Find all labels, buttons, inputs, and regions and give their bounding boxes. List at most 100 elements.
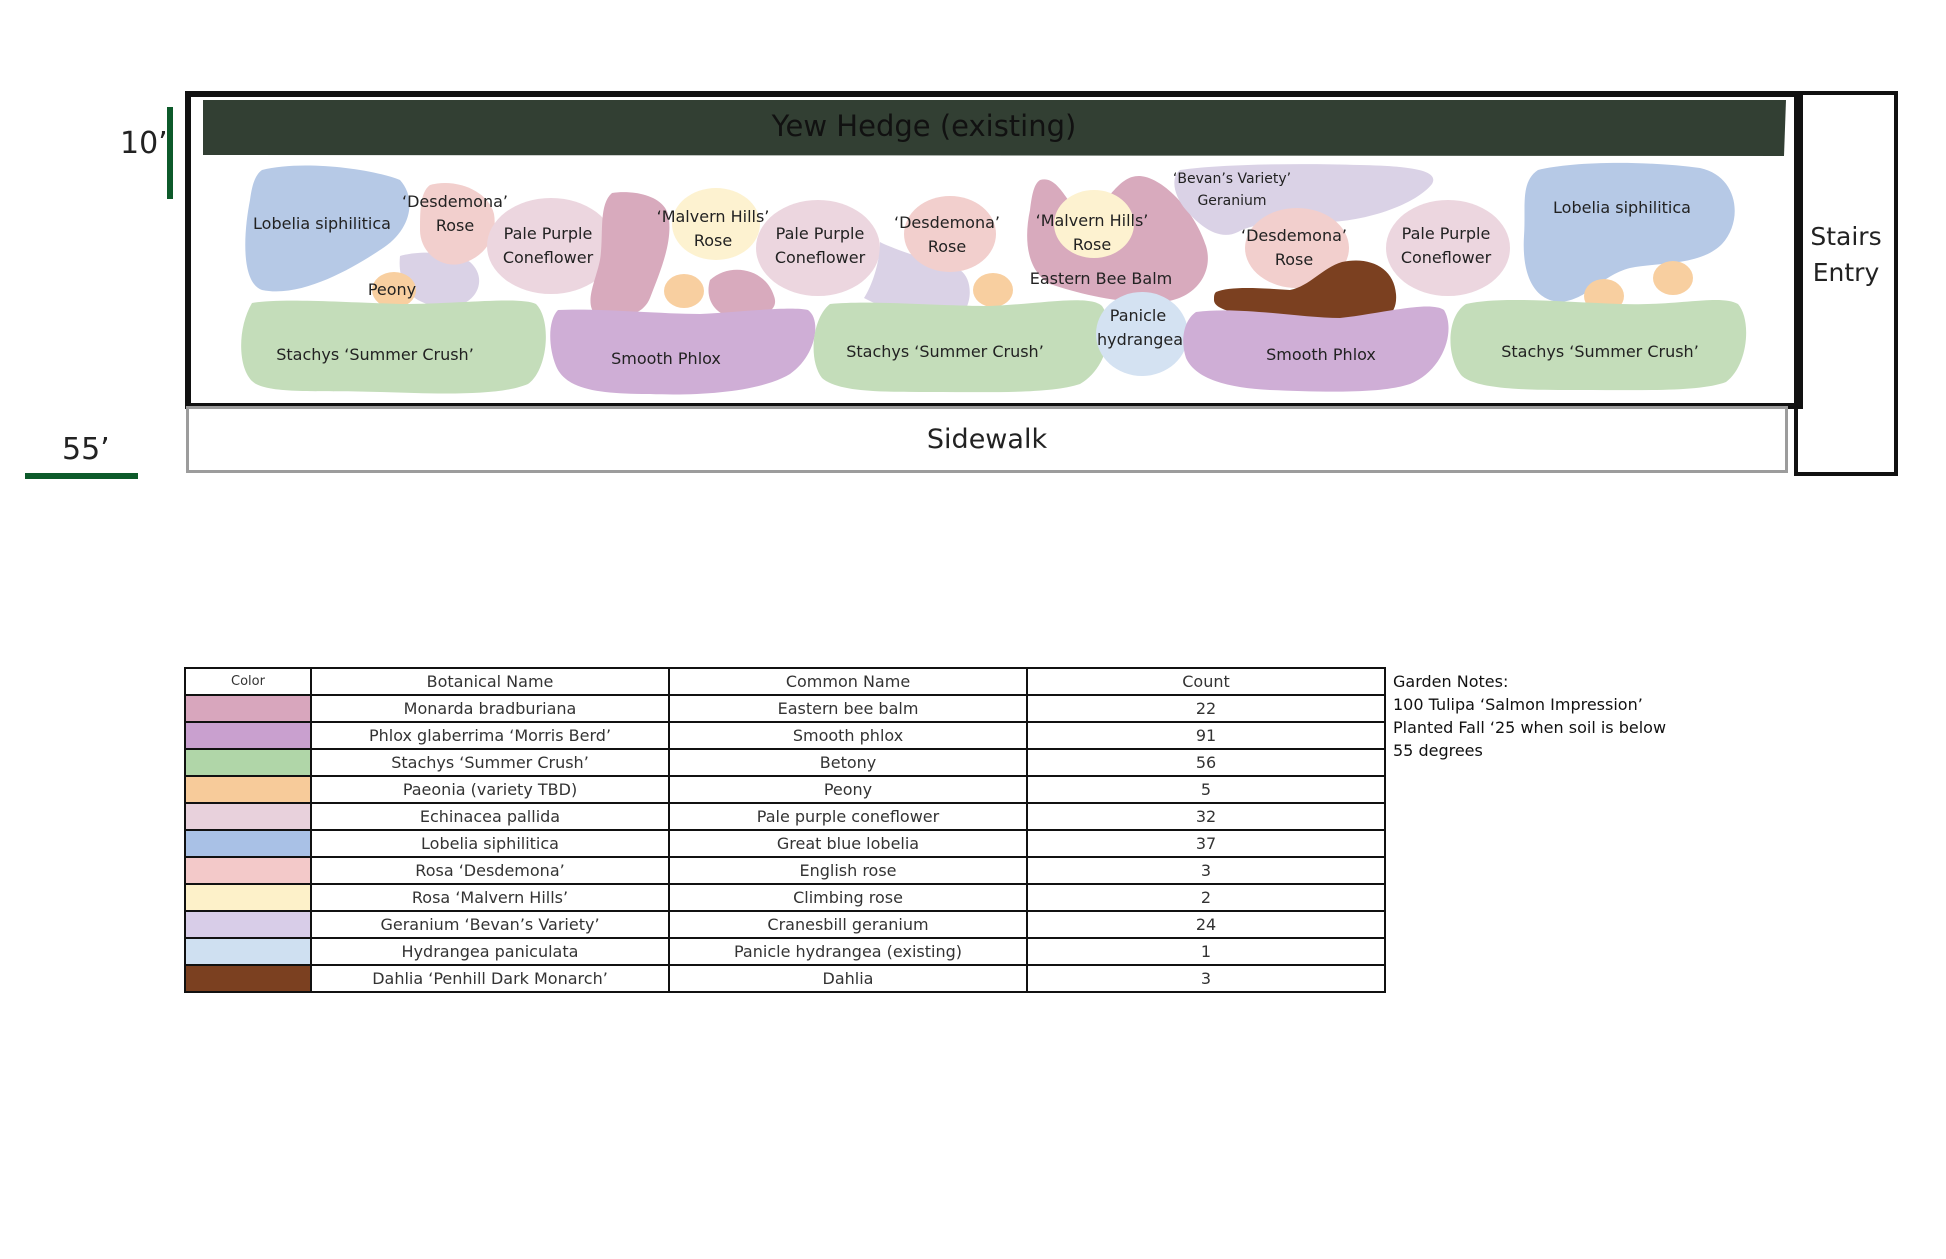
common-name-cell: Cranesbill geranium [668, 910, 1028, 939]
table-row: Geranium ‘Bevan’s Variety’Cranesbill ger… [184, 910, 1386, 939]
horizontal-dimension-label: 55’ [62, 432, 110, 467]
common-name-cell: English rose [668, 856, 1028, 885]
hedge-label: Yew Hedge (existing) [771, 109, 1077, 143]
bed-label: Smooth Phlox [1266, 345, 1376, 364]
common-name-cell: Eastern bee balm [668, 694, 1028, 723]
bed-label: Coneflower [503, 248, 594, 267]
malvern-rose-shape-1 [672, 188, 760, 260]
common-name-cell: Pale purple coneflower [668, 802, 1028, 831]
sidewalk-label: Sidewalk [926, 424, 1048, 455]
lobelia-shape-right [1523, 162, 1735, 302]
bed-label: Panicle [1110, 306, 1166, 325]
count-cell: 22 [1026, 694, 1386, 723]
coneflower-shape-1 [487, 198, 615, 294]
bed-label: ‘Desdemona’ [1241, 226, 1347, 245]
peony-shape-5 [1653, 261, 1693, 295]
common-name-cell: Smooth phlox [668, 721, 1028, 750]
common-name-cell: Climbing rose [668, 883, 1028, 912]
hydrangea-shape [1096, 292, 1188, 376]
stachys-shape-3 [1450, 299, 1747, 391]
vertical-dimension-label: 10’ [120, 126, 168, 161]
color-swatch [184, 748, 312, 777]
botanical-name-cell: Hydrangea paniculata [310, 937, 670, 966]
notes-line: Planted Fall ‘25 when soil is below [1393, 718, 1667, 737]
garden-notes: Garden Notes: 100 Tulipa ‘Salmon Impress… [1393, 670, 1693, 762]
color-swatch [184, 721, 312, 750]
stachys-shape-1 [241, 300, 546, 394]
geranium-shape-left [399, 252, 480, 308]
botanical-name-cell: Stachys ‘Summer Crush’ [310, 748, 670, 777]
notes-line: 100 Tulipa ‘Salmon Impression’ [1393, 695, 1643, 714]
count-cell: 91 [1026, 721, 1386, 750]
bee-balm-shape-2 [708, 269, 776, 318]
bed-label: Stachys ‘Summer Crush’ [1501, 342, 1699, 361]
bed-label: Rose [694, 231, 732, 250]
bed-label: Rose [1275, 250, 1313, 269]
bed-label: Rose [928, 237, 966, 256]
count-cell: 1 [1026, 937, 1386, 966]
bed-label: Coneflower [775, 248, 866, 267]
count-cell: 5 [1026, 775, 1386, 804]
bed-label: Geranium [1197, 193, 1266, 209]
coneflower-shape-2 [756, 200, 880, 296]
table-header-row: Color Botanical Name Common Name Count [184, 667, 1386, 696]
entry-label: Entry [1812, 258, 1880, 287]
count-cell: 56 [1026, 748, 1386, 777]
bed-label: Lobelia siphilitica [1553, 198, 1691, 217]
bed-label: hydrangea [1097, 330, 1183, 349]
color-swatch [184, 964, 312, 993]
count-cell: 2 [1026, 883, 1386, 912]
bed-label: Pale Purple [776, 224, 865, 243]
yew-hedge [203, 100, 1786, 156]
stachys-shape-2 [813, 300, 1109, 393]
malvern-rose-shape-2 [1054, 190, 1134, 258]
bed-label: Eastern Bee Balm [1030, 269, 1172, 288]
phlox-shape-2 [1183, 306, 1449, 392]
bed-label: Smooth Phlox [611, 349, 721, 368]
dahlia-shape [1214, 260, 1397, 323]
col-header-count: Count [1026, 667, 1386, 696]
color-swatch [184, 856, 312, 885]
botanical-name-cell: Lobelia siphilitica [310, 829, 670, 858]
color-swatch [184, 694, 312, 723]
color-swatch [184, 802, 312, 831]
common-name-cell: Great blue lobelia [668, 829, 1028, 858]
common-name-cell: Panicle hydrangea (existing) [668, 937, 1028, 966]
bed-label: ‘Malvern Hills’ [1036, 211, 1149, 230]
bed-label: Stachys ‘Summer Crush’ [846, 342, 1044, 361]
geranium-shape-middle [864, 242, 970, 319]
peony-shape-3 [973, 273, 1013, 307]
color-swatch [184, 775, 312, 804]
horizontal-scale-bar [25, 473, 138, 479]
peony-shape-1 [372, 272, 416, 308]
notes-line: 55 degrees [1393, 741, 1483, 760]
color-swatch [184, 910, 312, 939]
bed-label: Rose [436, 216, 474, 235]
bed-label: ‘Desdemona’ [402, 192, 508, 211]
bed-label: Stachys ‘Summer Crush’ [276, 345, 474, 364]
botanical-name-cell: Rosa ‘Malvern Hills’ [310, 883, 670, 912]
desdemona-rose-shape-2 [904, 196, 996, 272]
lobelia-shape-left [245, 165, 410, 292]
count-cell: 24 [1026, 910, 1386, 939]
bed-label: Pale Purple [1402, 224, 1491, 243]
bee-balm-shape-1 [590, 192, 670, 317]
bed-label: ‘Desdemona’ [894, 213, 1000, 232]
desdemona-rose-shape-3 [1245, 208, 1349, 288]
stairs-entry: Stairs Entry [1794, 91, 1898, 476]
col-header-color: Color [184, 667, 312, 696]
botanical-name-cell: Geranium ‘Bevan’s Variety’ [310, 910, 670, 939]
table-row: Phlox glaberrima ‘Morris Berd’Smooth phl… [184, 721, 1386, 750]
bed-label: ‘Bevan’s Variety’ [1173, 171, 1291, 187]
col-header-common: Common Name [668, 667, 1028, 696]
geranium-shape-top-right [1174, 164, 1434, 235]
bed-label: Rose [1073, 235, 1111, 254]
